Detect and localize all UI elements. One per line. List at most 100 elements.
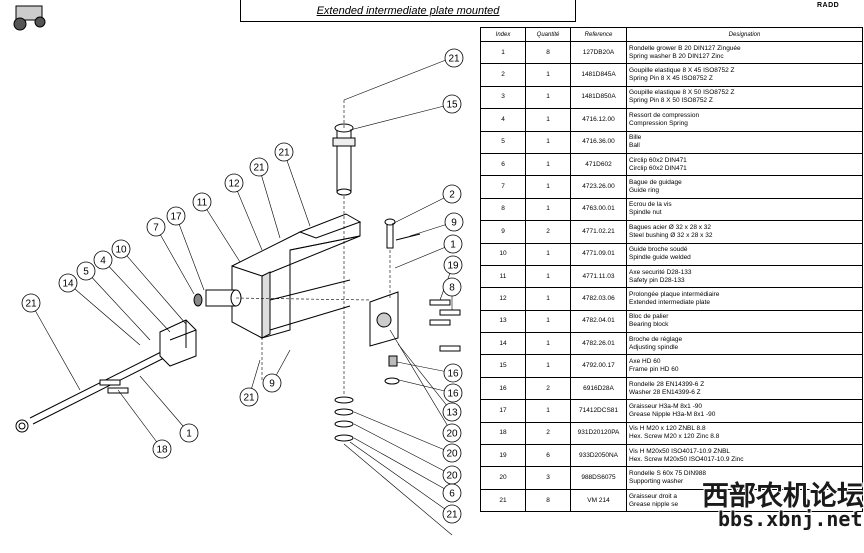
cell-quantity: 1 <box>525 85 571 110</box>
callout-balloon: 4 <box>93 250 113 270</box>
cell-quantity: 1 <box>525 399 571 423</box>
cell-quantity: 3 <box>525 466 571 490</box>
brand-logo: RADD <box>817 2 840 9</box>
cell-reference: 6916D28A <box>570 376 627 401</box>
designation-en: Adjusting spindle <box>629 343 679 351</box>
cell-reference: 4771.11.03 <box>570 264 627 289</box>
title-box: Extended intermediate plate mounted <box>240 0 576 22</box>
watermark-url: bbs.xbnj.net <box>718 507 863 531</box>
bearing-block <box>159 319 197 367</box>
designation-en: Circlip 60x2 DIN471 <box>629 164 687 172</box>
designation-en: Grease Nipple H3a-M 8x1 -90 <box>629 410 716 418</box>
designation-fr: Vis H M20x50 ISO4017-10.9 ZNBL <box>629 447 731 455</box>
bearing-block-right <box>369 291 400 385</box>
designation-en: Supporting washer <box>629 478 684 486</box>
designation-fr: Prolongée plaque intermédiaire <box>629 290 720 298</box>
callout-label: 21 <box>446 510 458 521</box>
callout-balloon: 14 <box>58 273 78 293</box>
designation-fr: Rondelle S 60x 75 DIN988 <box>629 470 706 478</box>
designation-fr: Axe securité D28-133 <box>629 268 692 276</box>
watermark-text: 西部农机论坛 <box>702 481 864 512</box>
safety-pin <box>384 218 421 249</box>
cell-index: 9 <box>480 220 526 244</box>
callout-balloons: 2115212112112911981771045142121916161320… <box>21 48 464 524</box>
callout-balloon: 6 <box>442 483 462 503</box>
cell-quantity: 1 <box>525 175 571 199</box>
callout-label: 21 <box>448 54 460 65</box>
callout-label: 20 <box>446 449 458 460</box>
designation-en: Spindle nut <box>629 209 662 217</box>
intermediate-plate <box>231 213 362 339</box>
cell-index: 17 <box>480 399 526 423</box>
designation-fr: Rondelle 28 EN14399-6 Z <box>629 380 705 388</box>
cell-reference: VM 214 <box>570 488 627 513</box>
designation-fr: Bille <box>629 134 642 142</box>
callout-balloon: 20 <box>442 443 462 463</box>
table-header-row: Index Quantité Reference Designation <box>480 27 863 42</box>
callout-balloon: 20 <box>442 423 462 443</box>
callout-balloon: 7 <box>146 217 166 237</box>
cell-index: 21 <box>480 488 526 513</box>
designation-fr: Ressort de compression <box>629 111 700 119</box>
designation-en: Hex. Screw M20 x 120 Zinc 8.8 <box>629 433 720 441</box>
cell-index: 6 <box>480 152 526 177</box>
designation-en: Hex. Screw M20x50 ISO4017-10.9 Zinc <box>629 455 744 463</box>
callout-label: 17 <box>170 212 182 223</box>
cell-index: 2 <box>480 63 526 87</box>
designation-fr: Broche de réglage <box>629 335 683 343</box>
cell-quantity: 1 <box>525 264 571 289</box>
designation-fr: Rondelle grower B 20 DIN127 Zinguée <box>629 44 741 52</box>
designation-fr: Guide broche soudé <box>629 246 688 254</box>
callout-balloon: 21 <box>274 142 294 162</box>
supporting-washers <box>334 396 354 442</box>
cell-index: 18 <box>480 421 526 446</box>
callout-balloon: 21 <box>442 504 462 524</box>
cell-index: 12 <box>480 287 526 311</box>
cell-quantity: 1 <box>525 354 571 378</box>
designation-fr: Goupille elastique 8 X 45 ISO8752 Z <box>629 67 735 75</box>
cell-quantity: 1 <box>525 130 571 154</box>
designation-fr: Bloc de palier <box>629 313 669 321</box>
callout-label: 16 <box>447 389 459 400</box>
cell-index: 19 <box>480 444 526 468</box>
cell-quantity: 8 <box>525 488 571 513</box>
cell-quantity: 1 <box>525 332 571 356</box>
callout-label: 21 <box>25 299 37 310</box>
cell-index: 11 <box>480 264 526 289</box>
callout-label: 9 <box>269 379 275 390</box>
callout-label: 12 <box>228 179 240 190</box>
designation-fr: Bagues acier Ø 32 x 28 x 32 <box>629 223 712 231</box>
tractor-icon <box>13 5 46 31</box>
cell-index: 15 <box>480 354 526 378</box>
cell-reference: 4771.09.01 <box>570 242 627 266</box>
callout-balloon: 5 <box>76 261 96 281</box>
cell-reference: 988DS6075 <box>570 466 627 490</box>
callout-balloon: 20 <box>442 465 462 485</box>
frame-pin <box>332 123 356 196</box>
designation-en: Extended intermediate plate <box>629 298 710 306</box>
cell-reference: 127DB20A <box>570 40 627 65</box>
cell-quantity: 1 <box>525 152 571 177</box>
callout-label: 5 <box>83 267 89 278</box>
